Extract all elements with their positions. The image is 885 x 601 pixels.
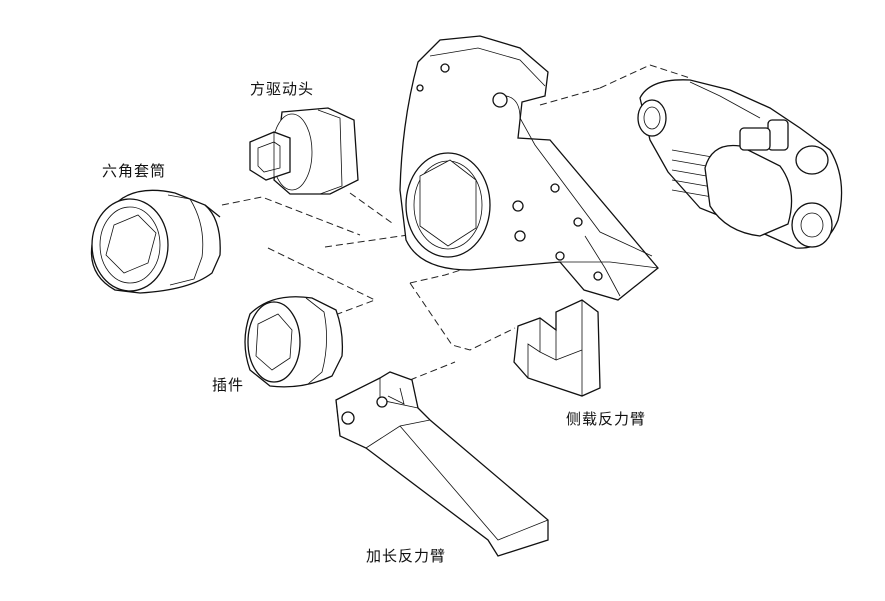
square-drive-part (249, 107, 359, 195)
label-hex-socket: 六角套筒 (102, 162, 167, 180)
ratchet-housing-part (399, 35, 659, 301)
label-insert: 插件 (212, 376, 245, 394)
label-square-drive: 方驱动头 (250, 80, 315, 98)
hex-socket-part (90, 189, 221, 294)
label-extended-reaction-arm: 加长反力臂 (366, 547, 447, 565)
side-reaction-arm-part (513, 299, 601, 397)
assembly-guide-lines (221, 64, 691, 381)
label-side-reaction-arm: 侧载反力臂 (566, 410, 647, 428)
hydraulic-drive-part (637, 79, 843, 249)
insert-part (244, 296, 344, 388)
extended-reaction-arm-part (335, 371, 549, 557)
